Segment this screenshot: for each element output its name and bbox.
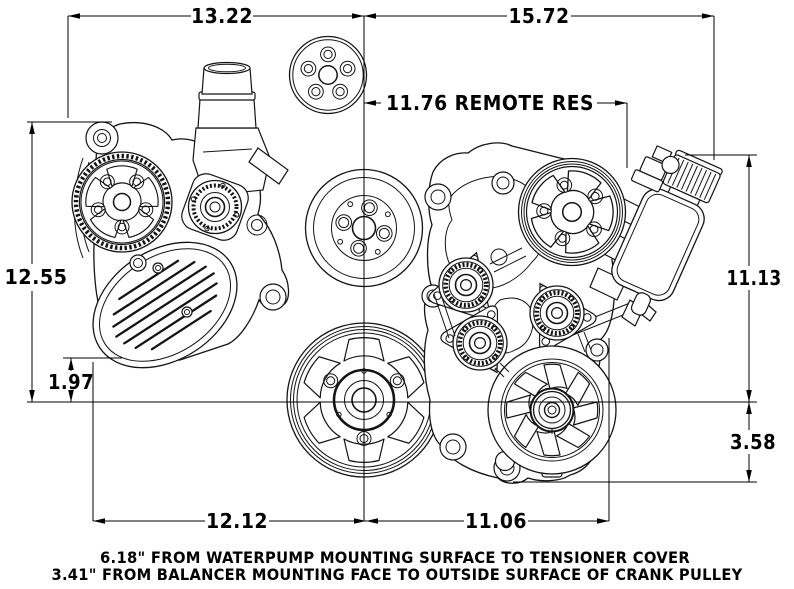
waterpump-side-view <box>71 61 290 369</box>
reservoir-body <box>611 188 705 302</box>
reservoir-outlet <box>630 292 651 316</box>
dim-remote-res: 11.76 REMOTE RES <box>386 91 594 115</box>
dim-left-offset: 1.97 <box>48 370 94 394</box>
ps-pump-pulley-left <box>71 151 173 253</box>
dim-right-height: 11.13 <box>727 266 782 290</box>
alternator <box>487 345 617 478</box>
dim-bottom-left: 12.12 <box>206 509 268 533</box>
belt-segments <box>433 247 592 378</box>
remote-reservoir <box>611 145 723 316</box>
pulley-bolts <box>90 174 154 235</box>
dim-top-right: 15.72 <box>509 4 570 28</box>
accessory-bracket-front-view <box>421 142 723 484</box>
balancer-bolts <box>335 199 393 257</box>
drawing-notes: 6.18" FROM WATERPUMP MOUNTING SURFACE TO… <box>52 548 743 584</box>
pulley-bolts <box>536 177 604 247</box>
tensioner-pulley <box>181 173 249 241</box>
waterpump-pulley-face <box>288 35 368 115</box>
dim-left-height: 12.55 <box>5 265 68 289</box>
dim-top-left: 13.22 <box>191 4 253 28</box>
pulley-bolt-holes <box>300 46 356 100</box>
dim-bottom-right: 11.06 <box>465 509 527 533</box>
dimension-lines: 13.22 15.72 11.76 REMOTE RES 12.55 1.97 … <box>5 4 782 533</box>
heater-stub <box>248 147 289 185</box>
note-line-2: 3.41" FROM BALANCER MOUNTING FACE TO OUT… <box>52 565 743 584</box>
dim-right-offset: 3.58 <box>730 430 776 454</box>
note-line-1: 6.18" FROM WATERPUMP MOUNTING SURFACE TO… <box>100 548 690 567</box>
ps-pump-pulley-front <box>517 157 627 267</box>
